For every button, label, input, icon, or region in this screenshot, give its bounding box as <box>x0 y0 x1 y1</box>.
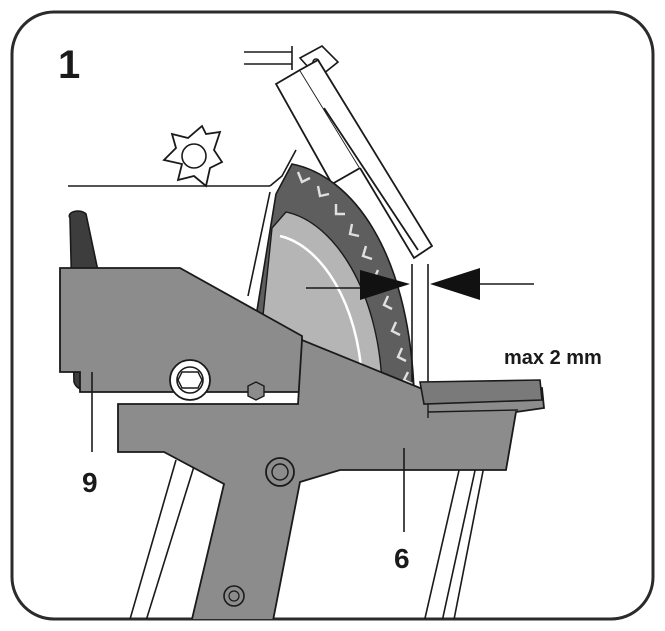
callout-6: 6 <box>394 543 410 574</box>
triangular-knob <box>162 124 224 188</box>
table-edge-lines <box>68 149 297 187</box>
gap-label: max 2 mm <box>504 347 602 369</box>
table-extension-top <box>419 379 543 405</box>
arrow-left <box>430 268 480 300</box>
stand-legs <box>123 459 485 619</box>
plate-bolt <box>265 457 295 487</box>
guard-arm <box>274 58 434 260</box>
gap-measurement <box>306 264 534 382</box>
arrow-right <box>360 270 410 300</box>
base-plate <box>117 338 545 619</box>
callout-9: 9 <box>82 467 98 498</box>
step-number: 1 <box>58 43 80 87</box>
lower-bolt <box>223 585 245 607</box>
hex-nut-small <box>247 381 265 401</box>
socket-screw <box>169 359 211 401</box>
